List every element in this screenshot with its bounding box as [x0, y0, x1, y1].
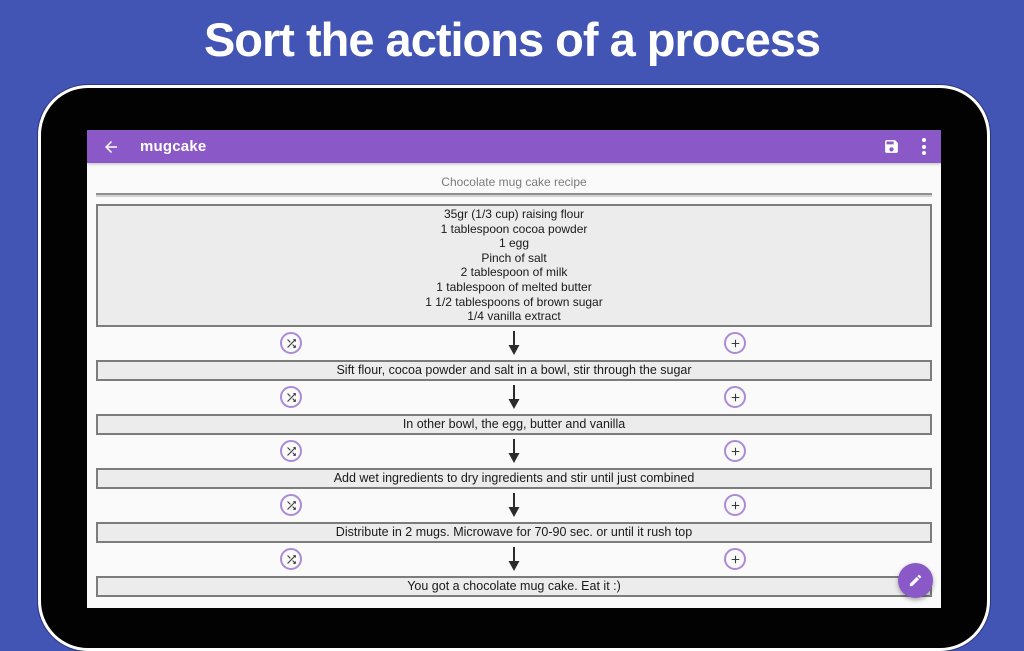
ingredients-item[interactable]: 35gr (1/3 cup) raising flour 1 tablespoo… [96, 204, 932, 327]
banner-title: Sort the actions of a process [203, 13, 821, 66]
shuffle-icon [285, 445, 298, 458]
down-arrow-icon [507, 438, 521, 464]
promo-banner: Sort the actions of a process [0, 0, 1024, 85]
step-label: You got a chocolate mug cake. Eat it :) [407, 578, 621, 593]
process-title: Chocolate mug cake recipe [441, 175, 587, 189]
divider [96, 193, 932, 197]
ingredient-line: 1 tablespoon of melted butter [436, 279, 592, 294]
step-connector [96, 489, 932, 522]
step-connector [96, 381, 932, 414]
app-screen: mugcake Chocolate mug cake recipe 35gr (… [87, 130, 941, 608]
step-item[interactable]: In other bowl, the egg, butter and vanil… [96, 413, 932, 435]
step-item[interactable]: Sift flour, cocoa powder and salt in a b… [96, 359, 932, 381]
add-step-button[interactable] [724, 548, 746, 571]
swap-steps-button[interactable] [280, 494, 302, 517]
step-item[interactable]: Distribute in 2 mugs. Microwave for 70-9… [96, 521, 932, 543]
shuffle-icon [285, 337, 298, 350]
add-step-button[interactable] [724, 494, 746, 517]
plus-icon [729, 553, 742, 566]
process-content: Chocolate mug cake recipe 35gr (1/3 cup)… [87, 175, 941, 597]
down-arrow-icon [507, 492, 521, 518]
ingredient-line: Pinch of salt [481, 250, 547, 265]
down-arrow-icon [507, 546, 521, 572]
shuffle-icon [285, 499, 298, 512]
ingredient-line: 1 tablespoon cocoa powder [440, 221, 588, 236]
add-step-button[interactable] [724, 440, 746, 463]
ingredient-line: 1 1/2 tablespoons of brown sugar [425, 294, 603, 309]
step-item[interactable]: Add wet ingredients to dry ingredients a… [96, 467, 932, 489]
shuffle-icon [285, 391, 298, 404]
arrow-left-icon [102, 138, 120, 156]
pencil-icon [908, 573, 923, 588]
app-toolbar: mugcake [87, 130, 941, 163]
add-step-button[interactable] [724, 386, 746, 409]
vertical-dots-icon [922, 138, 926, 155]
step-label: Sift flour, cocoa powder and salt in a b… [336, 362, 692, 377]
add-step-button[interactable] [724, 332, 746, 355]
toolbar-title: mugcake [140, 138, 207, 155]
plus-icon [729, 391, 742, 404]
ingredient-line: 1/4 vanilla extract [467, 309, 561, 324]
swap-steps-button[interactable] [280, 386, 302, 409]
step-connector [96, 543, 932, 576]
plus-icon [729, 445, 742, 458]
plus-icon [729, 499, 742, 512]
step-connector [96, 435, 932, 468]
plus-icon [729, 337, 742, 350]
tablet-frame: mugcake Chocolate mug cake recipe 35gr (… [38, 85, 990, 651]
step-label: In other bowl, the egg, butter and vanil… [402, 416, 626, 431]
swap-steps-button[interactable] [280, 440, 302, 463]
ingredient-line: 2 tablespoon of milk [460, 265, 568, 280]
down-arrow-icon [507, 330, 521, 356]
swap-steps-button[interactable] [280, 332, 302, 355]
swap-steps-button[interactable] [280, 548, 302, 571]
ingredient-line: 35gr (1/3 cup) raising flour [443, 207, 585, 221]
save-button[interactable] [883, 138, 900, 155]
edit-fab[interactable] [898, 563, 933, 598]
ingredient-line: 1 egg [498, 236, 530, 251]
step-item[interactable]: You got a chocolate mug cake. Eat it :) [96, 575, 932, 597]
overflow-menu-button[interactable] [922, 138, 926, 155]
shuffle-icon [285, 553, 298, 566]
step-connector [96, 327, 932, 360]
step-label: Add wet ingredients to dry ingredients a… [333, 470, 695, 485]
back-button[interactable] [102, 138, 120, 156]
save-icon [883, 138, 900, 155]
down-arrow-icon [507, 384, 521, 410]
step-label: Distribute in 2 mugs. Microwave for 70-9… [335, 524, 693, 539]
